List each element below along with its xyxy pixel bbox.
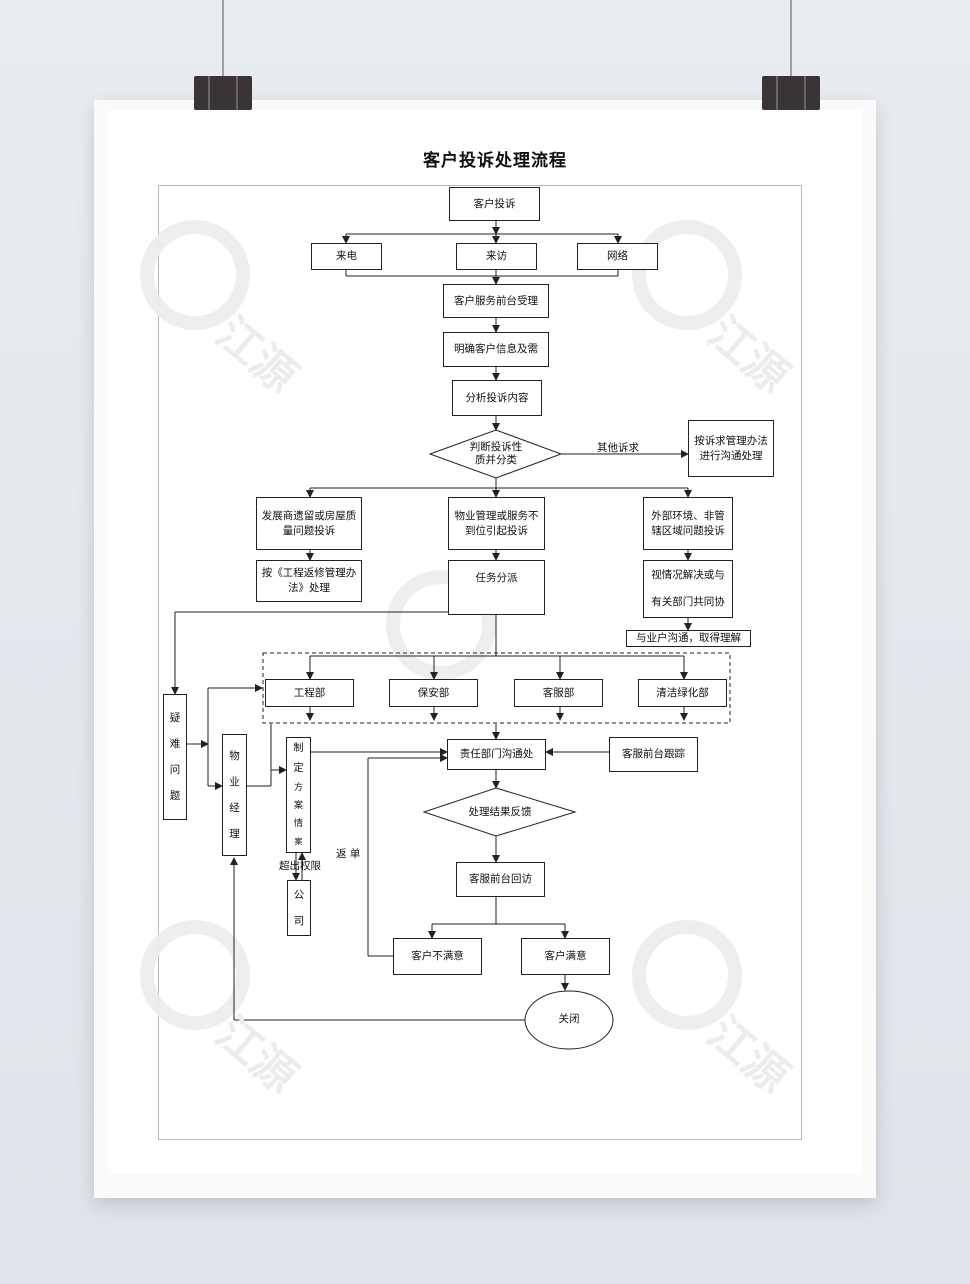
hanger-wire-left [222, 0, 224, 80]
node-dept-cs: 客服部 [514, 679, 603, 707]
diagram-frame [158, 185, 802, 1140]
node-manager: 物 业 经 理 [222, 734, 247, 856]
node-dept-communicate: 责任部门沟通处 [447, 739, 546, 770]
node-difficult: 疑 难 问 题 [163, 694, 187, 820]
node-front-desk: 客户服务前台受理 [443, 284, 549, 318]
node-phone: 来电 [311, 243, 382, 270]
node-feedback: 处理结果反馈 [468, 806, 532, 818]
node-judge: 判断投诉性 质并分类 [446, 441, 546, 467]
node-complaint: 客户投诉 [449, 187, 540, 221]
page-title: 客户投诉处理流程 [423, 151, 567, 171]
node-web: 网络 [577, 243, 658, 270]
node-case-line1: 视情况解决或与 [651, 569, 725, 581]
node-clarify: 明确客户信息及需 [443, 332, 549, 367]
char: 物 [229, 750, 240, 762]
node-cs-follow: 客服前台跟踪 [609, 737, 698, 772]
node-dept-security: 保安部 [389, 679, 478, 707]
label-exceed: 超出权限 [279, 860, 321, 872]
node-judge-line2: 质并分类 [475, 454, 517, 466]
node-communicate-owner: 与业户沟通，取得理解 [626, 630, 751, 647]
binder-clip-left [194, 76, 252, 110]
char: 案 [293, 801, 303, 811]
node-plan: 制 定 方 案 情 案 [286, 737, 311, 853]
node-visit: 来访 [456, 243, 537, 270]
node-engineering-rule: 按《工程返修管理办法》处理 [256, 560, 362, 602]
char: 司 [293, 915, 305, 927]
hanger-wire-right [790, 0, 792, 80]
char: 问 [169, 764, 181, 776]
char: 制 [293, 743, 304, 754]
label-return: 返 单 [336, 848, 361, 860]
node-company: 公 司 [287, 880, 311, 936]
char: 方 [293, 783, 303, 793]
node-task-dispatch: 任务分派 [448, 560, 545, 615]
node-judge-line1: 判断投诉性 [469, 441, 523, 453]
binder-clip-right [762, 76, 820, 110]
char: 业 [229, 776, 240, 788]
node-property-complaint: 物业管理或服务不到位引起投诉 [448, 497, 545, 550]
node-dev-complaint: 发展商遗留或房屋质量问题投诉 [256, 497, 362, 550]
char: 题 [169, 790, 181, 802]
node-dept-clean: 清洁绿化部 [638, 679, 727, 707]
node-revisit: 客服前台回访 [456, 862, 545, 897]
label-other: 其他诉求 [597, 442, 639, 454]
char: 案 [294, 837, 303, 846]
char: 定 [293, 763, 304, 774]
node-unsatisfied: 客户不满意 [393, 938, 482, 975]
node-other: 按诉求管理办法进行沟通处理 [688, 420, 774, 477]
node-analyze: 分析投诉内容 [452, 380, 542, 416]
node-case-line2: 有关部门共同协 [651, 596, 725, 608]
node-satisfied: 客户满意 [521, 938, 610, 975]
char: 理 [229, 828, 240, 840]
node-close: 关闭 [558, 1013, 580, 1025]
char: 疑 [169, 712, 181, 724]
node-dept-engineering: 工程部 [265, 679, 354, 707]
char: 公 [293, 889, 305, 901]
node-external-complaint: 外部环境、非管辖区域问题投诉 [643, 497, 733, 550]
char: 经 [229, 802, 240, 814]
node-case: 视情况解决或与 有关部门共同协 [643, 560, 733, 618]
char: 情 [293, 819, 303, 829]
char: 难 [169, 738, 181, 750]
